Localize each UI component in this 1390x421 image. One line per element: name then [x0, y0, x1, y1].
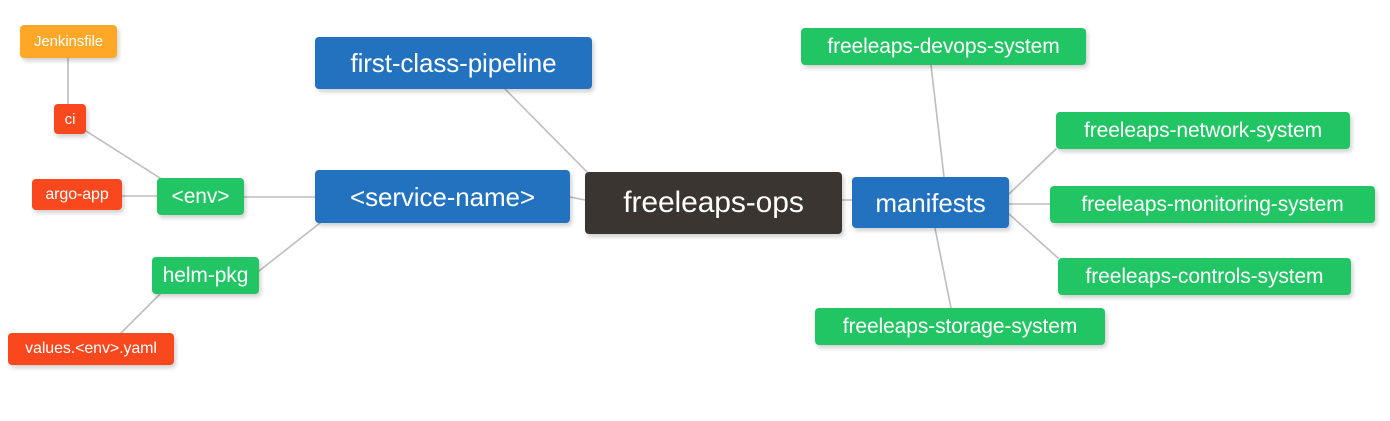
- edge-freeleaps-ops-to-service-name: [569, 196, 586, 201]
- edge-helm-pkg-to-values-env-yaml: [119, 293, 161, 335]
- node-label-freeleaps-ops: freeleaps-ops: [623, 186, 804, 219]
- node-freeleaps-controls-system[interactable]: freeleaps-controls-system: [1058, 258, 1351, 295]
- node-service-name[interactable]: <service-name>: [315, 170, 570, 223]
- node-env[interactable]: <env>: [157, 178, 244, 215]
- node-label-freeleaps-network-system: freeleaps-network-system: [1083, 119, 1322, 142]
- node-label-freeleaps-controls-system: freeleaps-controls-system: [1085, 265, 1324, 288]
- node-label-jenkinsfile: Jenkinsfile: [34, 33, 103, 50]
- edge-freeleaps-ops-to-first-class-pipeline: [504, 88, 594, 179]
- edge-env-to-ci: [85, 130, 164, 181]
- node-ci[interactable]: ci: [54, 104, 86, 134]
- node-label-manifests: manifests: [875, 187, 986, 218]
- edge-manifests-to-freeleaps-network-system: [1008, 148, 1057, 195]
- node-values-env-yaml[interactable]: values.<env>.yaml: [8, 333, 174, 365]
- node-freeleaps-ops[interactable]: freeleaps-ops: [585, 172, 842, 234]
- node-label-argo-app: argo-app: [45, 185, 109, 203]
- node-label-freeleaps-monitoring-system: freeleaps-monitoring-system: [1081, 193, 1344, 216]
- node-helm-pkg[interactable]: helm-pkg: [152, 257, 259, 294]
- edge-manifests-to-freeleaps-devops-system: [930, 64, 945, 178]
- node-first-class-pipeline[interactable]: first-class-pipeline: [315, 37, 592, 89]
- node-argo-app[interactable]: argo-app: [32, 179, 122, 210]
- node-label-ci: ci: [64, 110, 76, 128]
- node-freeleaps-network-system[interactable]: freeleaps-network-system: [1056, 112, 1350, 149]
- node-label-helm-pkg: helm-pkg: [162, 264, 249, 287]
- node-label-first-class-pipeline: first-class-pipeline: [350, 48, 557, 78]
- edge-service-name-to-helm-pkg: [258, 222, 321, 272]
- node-label-freeleaps-devops-system: freeleaps-devops-system: [827, 35, 1060, 58]
- node-freeleaps-monitoring-system[interactable]: freeleaps-monitoring-system: [1050, 186, 1375, 223]
- node-freeleaps-storage-system[interactable]: freeleaps-storage-system: [815, 308, 1105, 345]
- node-manifests[interactable]: manifests: [852, 177, 1009, 228]
- node-label-freeleaps-storage-system: freeleaps-storage-system: [842, 315, 1078, 338]
- node-label-values-env-yaml: values.<env>.yaml: [25, 340, 157, 357]
- node-label-service-name: <service-name>: [349, 181, 536, 212]
- node-freeleaps-devops-system[interactable]: freeleaps-devops-system: [801, 28, 1086, 65]
- node-label-env: <env>: [171, 185, 230, 208]
- edge-manifests-to-freeleaps-storage-system: [934, 227, 952, 309]
- node-jenkinsfile[interactable]: Jenkinsfile: [20, 25, 117, 58]
